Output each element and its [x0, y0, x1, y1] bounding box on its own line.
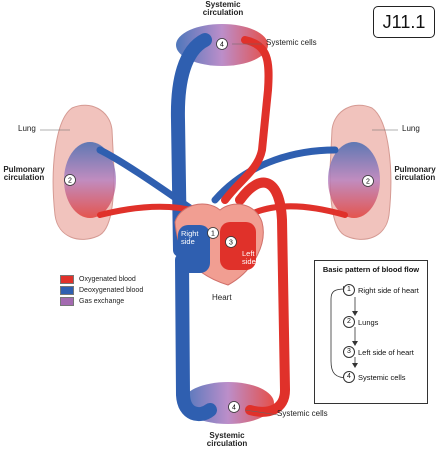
pattern-step: 3 Left side of heart [343, 346, 414, 358]
heart-left-side [220, 222, 256, 270]
label-systemic-cells-bottom: Systemic cells [277, 409, 328, 418]
legend-swatch-oxygenated [60, 274, 74, 284]
figure-tag: J11.1 [373, 6, 435, 38]
leader-lines [40, 43, 398, 416]
marker-heart-left: 3 [229, 240, 233, 247]
marker-heart-right: 1 [211, 231, 215, 238]
legend-item: Deoxygenated blood [60, 285, 180, 295]
marker-systemic-top: 4 [220, 42, 224, 49]
pattern-step-label: Right side of heart [358, 285, 419, 295]
legend-label: Oxygenated blood [79, 275, 136, 283]
legend-swatch-deoxygenated [60, 285, 74, 295]
heart [174, 203, 264, 286]
pattern-step: 4 Systemic cells [343, 371, 406, 383]
pattern-step-label: Systemic cells [358, 372, 406, 382]
label-lung-left: Lung [18, 124, 36, 133]
heart-right-side [178, 225, 210, 273]
legend-item: Gas exchange [60, 296, 180, 306]
label-pulmonary-right: Pulmonary circulation [394, 165, 436, 183]
legend: Oxygenated blood Deoxygenated blood Gas … [60, 274, 180, 307]
pattern-title: Basic pattern of blood flow [322, 265, 420, 274]
deoxygenated-vessels [96, 33, 339, 422]
legend-swatch-gas-exchange [60, 296, 74, 306]
legend-item: Oxygenated blood [60, 274, 180, 284]
legend-label: Gas exchange [79, 297, 125, 305]
pattern-step: 2 Lungs [343, 316, 378, 328]
pattern-step: 1 Right side of heart [343, 284, 419, 296]
pulmonary-capillaries-left [64, 142, 116, 218]
marker-systemic-bottom: 4 [232, 405, 236, 412]
label-systemic-cells-top: Systemic cells [266, 38, 317, 47]
label-pulmonary-left: Pulmonary circulation [3, 165, 45, 183]
pulmonary-capillaries-right [328, 142, 380, 218]
markers: 4 4 2 2 1 3 [64, 38, 374, 413]
marker-lung-left: 2 [68, 178, 72, 185]
pattern-step-label: Lungs [358, 317, 379, 327]
blood-flow-pattern-box: Basic pattern of blood flow 1 Right side… [314, 260, 428, 404]
pattern-step-number: 3 [343, 346, 355, 358]
pattern-step-label: Left side of heart [358, 347, 414, 357]
pattern-step-number: 2 [343, 316, 355, 328]
marker-lung-right: 2 [366, 179, 370, 186]
pattern-step-number: 4 [343, 371, 355, 383]
label-right-side: Right side [181, 229, 199, 246]
label-heart: Heart [212, 293, 232, 302]
label-left-side: Left side [242, 249, 256, 266]
pattern-step-number: 1 [343, 284, 355, 296]
label-lung-right: Lung [402, 124, 420, 133]
legend-label: Deoxygenated blood [79, 286, 144, 294]
label-systemic-bottom: Systemic circulation [206, 431, 248, 449]
label-systemic-top: Systemic circulation [202, 0, 244, 18]
